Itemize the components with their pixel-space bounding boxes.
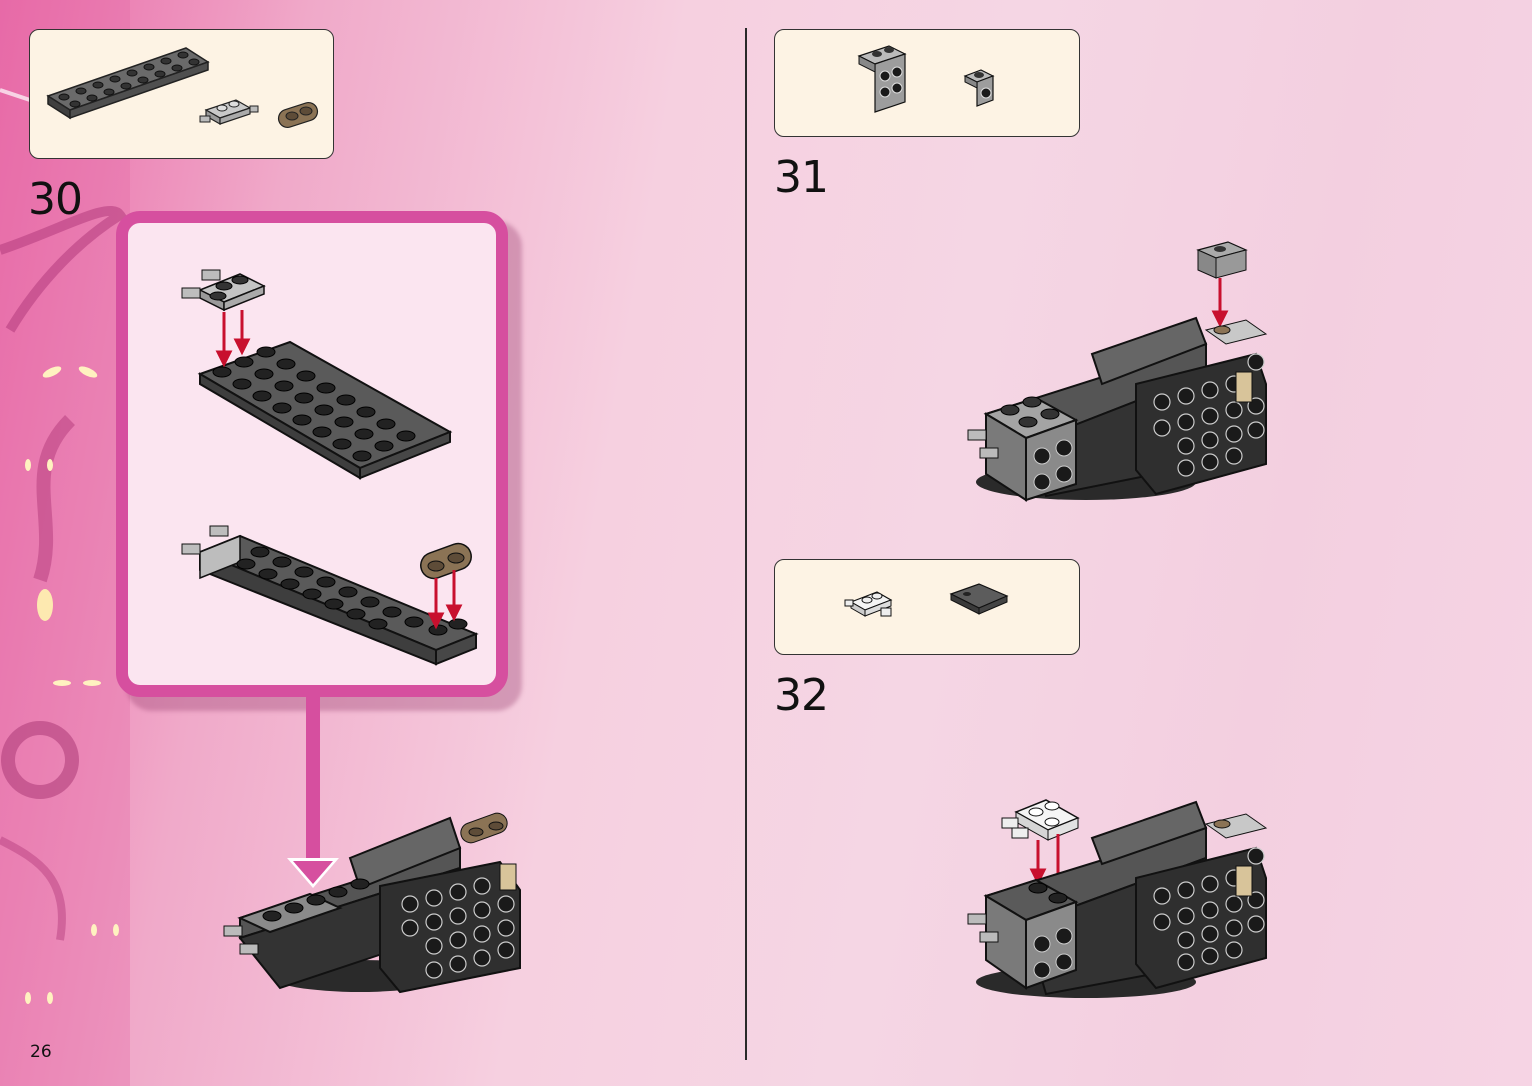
bracket-1x1-light-gray-icon [961,66,1001,110]
page-divider [745,28,747,1060]
bracket-2x2-light-gray-icon [855,42,915,108]
sub-step-2-illustration [180,520,480,670]
parts-box-step-30 [29,29,334,159]
step-number-30: 30 [28,178,82,222]
bottom-strip [0,1086,1532,1090]
step-number-32: 32 [774,674,828,718]
sub-step-1-illustration [180,262,450,482]
tile-2x2-dark-gray-icon [947,580,1011,620]
plate-clip-light-gray-icon [200,92,260,132]
plate-2x8-dark-gray-icon [46,44,216,124]
step-30-model [220,808,530,998]
parts-box-step-32 [774,559,1080,655]
parts-box-step-31 [774,29,1080,137]
step-32-model [966,794,1276,1004]
step-number-31: 31 [774,156,828,200]
decorative-swirls [0,0,130,1090]
plate-round-tan-icon [276,96,326,132]
step-31-model [966,234,1276,504]
plate-clip-white-icon [845,586,901,622]
page-number: 26 [30,1042,52,1062]
